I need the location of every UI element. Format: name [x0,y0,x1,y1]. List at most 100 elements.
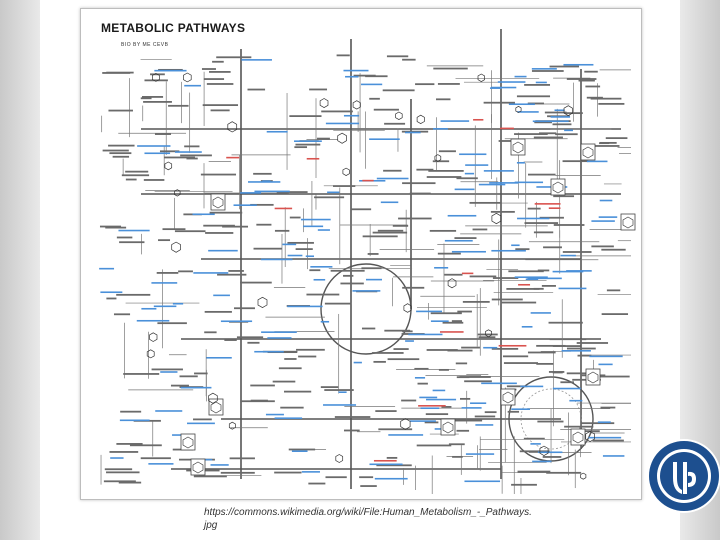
compound-label-mark [108,110,133,112]
compound-label-mark [157,272,179,274]
compound-label-mark [600,142,617,144]
compound-label-mark [280,407,303,409]
compound-label-mark [108,145,134,147]
compound-label-mark [493,277,518,279]
compound-label-mark [464,380,492,382]
compound-label-mark [402,182,435,184]
enzyme-label-mark [481,383,517,385]
compound-label-mark [287,242,314,244]
enzyme-label-mark [267,131,288,133]
enzyme-label-mark [465,173,474,175]
compound-label-mark [343,275,353,277]
enzyme-label-mark [589,437,622,439]
enzyme-label-mark [511,244,519,246]
enzyme-label-mark [175,151,202,153]
molecule-ring [150,333,158,342]
enzyme-label-mark [408,334,442,336]
molecule-ring [404,304,411,313]
compound-label-mark [410,193,431,195]
enzyme-label-mark [419,397,437,399]
enzyme-label-mark [589,356,622,358]
compound-label-mark [333,185,355,187]
compound-label-mark [205,232,233,234]
enzyme-label-mark [532,461,551,463]
enzyme-label-mark [318,229,330,231]
enzyme-label-mark [462,407,482,409]
compound-label-mark [528,174,556,176]
compound-label-mark [106,72,133,74]
enzyme-label-mark [288,255,303,257]
enzyme-label-mark [338,391,346,393]
compound-label-mark [308,483,325,485]
enzyme-label-mark [141,308,156,310]
compound-label-mark [402,59,416,61]
compound-label-mark [103,150,129,152]
molecule-ring [492,213,501,223]
compound-label-mark [387,55,408,57]
compound-label-mark [152,369,183,371]
compound-label-mark [359,476,373,478]
enzyme-label-mark [564,130,573,132]
compound-label-mark [427,176,462,178]
enzyme-label-mark [118,230,149,232]
compound-label-mark [164,157,195,159]
enzyme-label-mark [441,120,470,122]
enzyme-label-mark [455,189,475,191]
compound-label-mark [560,381,574,383]
compound-label-mark [106,298,116,300]
compound-label-mark [460,376,491,378]
enzyme-label-mark [148,463,173,465]
molecule-ring [336,455,343,463]
compound-label-mark [457,311,472,313]
compound-label-mark [545,112,567,114]
compound-label-mark [564,112,582,114]
compound-label-mark [602,313,628,315]
compound-label-mark [585,86,600,88]
compound-label-mark [279,367,302,369]
compound-label-mark [295,144,320,146]
highlight-label-mark [462,273,473,275]
enzyme-label-mark [445,240,473,242]
highlight-label-mark [473,119,483,121]
compound-label-mark [515,248,529,250]
compound-label-mark [504,362,538,364]
compound-label-mark [184,145,199,147]
compound-label-mark [443,322,464,324]
compound-label-mark [401,400,416,402]
enzyme-label-mark [475,424,493,426]
highlight-label-mark [549,207,561,209]
compound-label-mark [273,381,296,383]
compound-label-mark [194,475,227,477]
compound-label-mark [578,355,592,357]
compound-label-mark [340,283,363,285]
enzyme-label-mark [426,399,456,401]
enzyme-label-mark [555,109,565,111]
enzyme-label-mark [381,201,398,203]
compound-label-mark [125,171,148,173]
compound-label-mark [528,208,541,210]
enzyme-label-mark [369,138,400,140]
molecule-ring [165,162,172,170]
enzyme-label-mark [303,226,323,228]
enzyme-label-mark [464,480,500,482]
compound-label-mark [492,299,523,301]
compound-label-mark [378,230,403,232]
compound-label-mark [201,174,236,176]
compound-label-mark [563,251,592,253]
highlight-label-mark [500,128,514,130]
enzyme-label-mark [479,184,505,186]
compound-label-mark [433,160,449,162]
compound-label-mark [463,301,490,303]
compound-label-mark [337,54,350,56]
compound-label-mark [402,287,424,289]
compound-label-mark [314,196,344,198]
compound-label-mark [120,411,141,413]
compound-label-mark [248,89,266,91]
compound-label-mark [361,267,381,269]
compound-label-mark [162,228,185,230]
compound-label-mark [351,208,371,210]
enzyme-label-mark [566,270,592,272]
enzyme-label-mark [591,220,614,222]
compound-label-mark [331,270,365,272]
enzyme-label-mark [410,420,436,422]
